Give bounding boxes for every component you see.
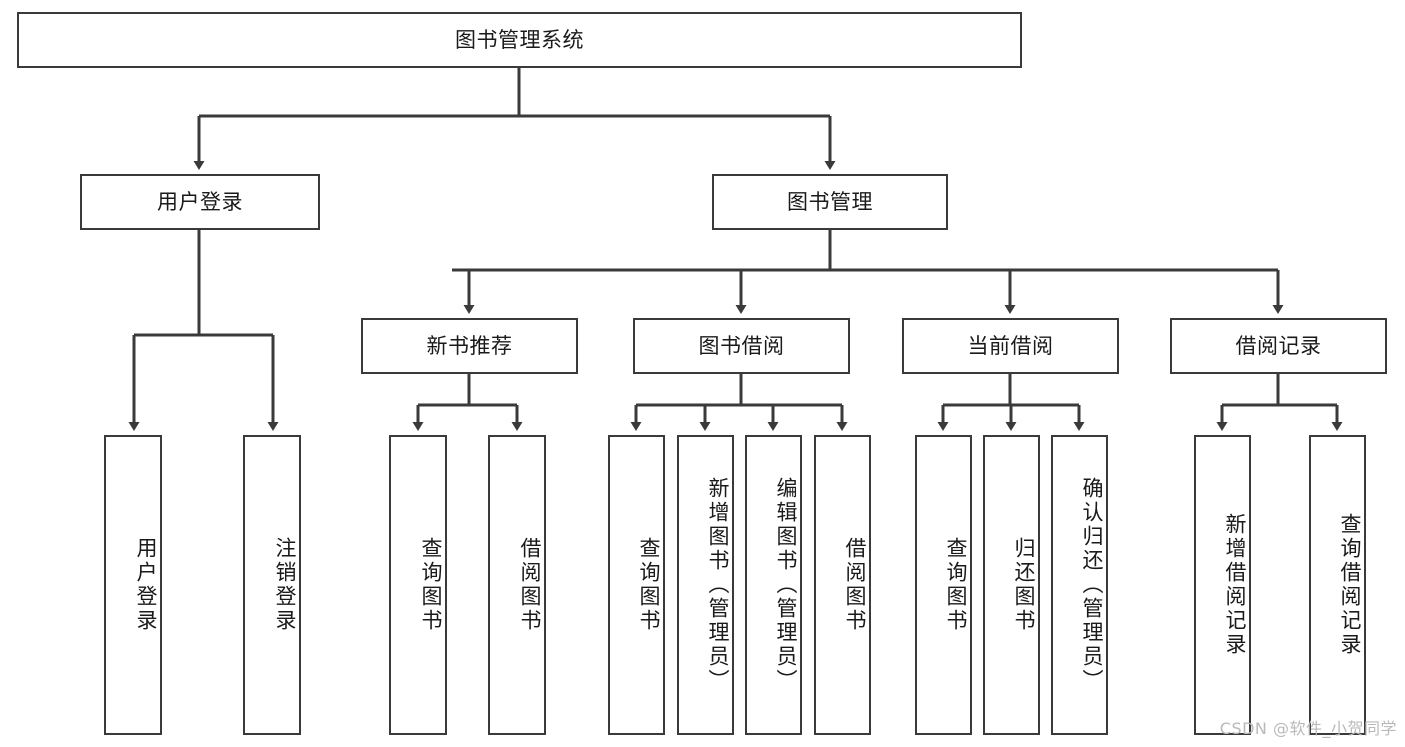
node-current-borrow[interactable]: 当前借阅 [902,318,1119,374]
node-book-borrow[interactable]: 图书借阅 [633,318,850,374]
node-bb-add-book[interactable]: 新增图书（管理员） [677,435,734,735]
node-book-manage[interactable]: 图书管理 [712,174,948,230]
node-nbr-query-book[interactable]: 查询图书 [389,435,447,735]
node-cb-query-book[interactable]: 查询图书 [915,435,972,735]
node-bb-borrow-book[interactable]: 借阅图书 [814,435,871,735]
node-cb-confirm-return-label: 确认归还（管理员） [1080,477,1104,693]
node-bb-edit-book-label: 编辑图书（管理员） [774,477,798,693]
node-bb-add-book-label: 新增图书（管理员） [706,477,730,693]
node-bb-query-book[interactable]: 查询图书 [608,435,665,735]
node-current-borrow-label: 当前借阅 [967,333,1054,358]
node-new-book-recommend-label: 新书推荐 [426,333,513,358]
node-user-login-do-label: 用户登录 [134,537,158,633]
node-br-query-record-label: 查询借阅记录 [1338,513,1362,657]
node-br-query-record[interactable]: 查询借阅记录 [1309,435,1366,735]
node-cb-confirm-return[interactable]: 确认归还（管理员） [1051,435,1108,735]
node-new-book-recommend[interactable]: 新书推荐 [361,318,578,374]
node-nbr-query-book-label: 查询图书 [419,537,443,633]
node-br-add-record[interactable]: 新增借阅记录 [1194,435,1251,735]
node-root-label: 图书管理系统 [455,27,584,52]
node-bb-query-book-label: 查询图书 [637,537,661,633]
node-cb-query-book-label: 查询图书 [944,537,968,633]
node-borrow-record-label: 借阅记录 [1235,333,1322,358]
node-user-login-label: 用户登录 [157,189,243,214]
node-user-login-do[interactable]: 用户登录 [104,435,162,735]
node-br-add-record-label: 新增借阅记录 [1223,513,1247,657]
node-cb-return-book-label: 归还图书 [1012,537,1036,633]
node-nbr-borrow-book[interactable]: 借阅图书 [488,435,546,735]
node-book-borrow-label: 图书借阅 [698,333,785,358]
node-nbr-borrow-book-label: 借阅图书 [518,537,542,633]
node-user-logout-label: 注销登录 [273,537,297,633]
node-root[interactable]: 图书管理系统 [17,12,1022,68]
node-cb-return-book[interactable]: 归还图书 [983,435,1040,735]
node-bb-borrow-book-label: 借阅图书 [843,537,867,633]
node-book-manage-label: 图书管理 [787,189,873,214]
node-borrow-record[interactable]: 借阅记录 [1170,318,1387,374]
node-user-logout[interactable]: 注销登录 [243,435,301,735]
node-user-login[interactable]: 用户登录 [80,174,320,230]
node-bb-edit-book[interactable]: 编辑图书（管理员） [745,435,802,735]
